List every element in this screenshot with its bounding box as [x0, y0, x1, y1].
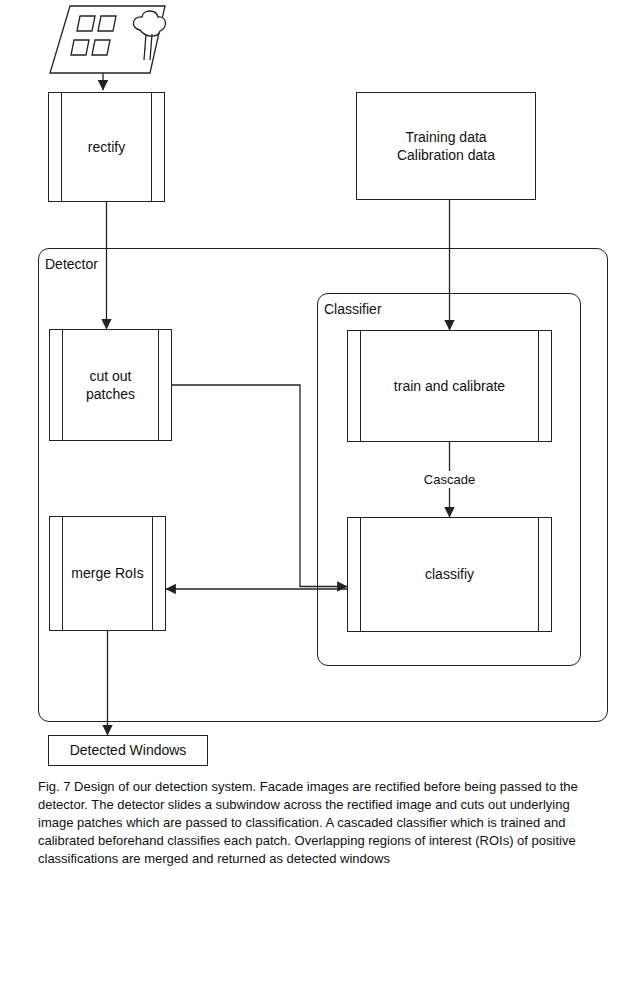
figure-caption: Fig. 7 Design of our detection system. F… [38, 778, 604, 868]
connector-arrow [449, 200, 450, 330]
process-box: train and calibrate [347, 330, 552, 442]
process-box: merge RoIs [49, 516, 166, 631]
box-label: cut out patches [50, 367, 171, 403]
box-label: merge RoIs [55, 564, 159, 582]
process-box: cut out patches [49, 329, 172, 441]
data-box: Training data Calibration data [356, 92, 536, 200]
box-label: train and calibrate [378, 377, 521, 395]
process-bar [360, 518, 361, 631]
process-box: rectify [48, 92, 165, 202]
process-box: classifiy [347, 517, 552, 632]
box-label: classifiy [409, 565, 490, 583]
connector-arrow [166, 588, 347, 589]
edge-label: Cascade [422, 471, 477, 488]
process-bar [538, 331, 539, 441]
group-title: Detector [45, 255, 98, 273]
process-bar [61, 93, 62, 201]
box-label: Training data Calibration data [357, 128, 535, 164]
process-bar [360, 331, 361, 441]
connector-arrow [106, 202, 107, 329]
connector-arrow [172, 385, 347, 587]
process-bar [151, 93, 152, 201]
process-bar [62, 330, 63, 440]
process-bar [152, 517, 153, 630]
group-title: Classifier [324, 300, 382, 318]
data-box: Detected Windows [48, 735, 208, 766]
box-label: rectify [72, 138, 141, 156]
group-box: Detector cut out patches Classifier train a… [38, 248, 608, 722]
process-bar [158, 330, 159, 440]
box-label: Detected Windows [54, 741, 203, 759]
process-bar [538, 518, 539, 631]
connector-arrow [107, 631, 108, 735]
process-bar [62, 517, 63, 630]
